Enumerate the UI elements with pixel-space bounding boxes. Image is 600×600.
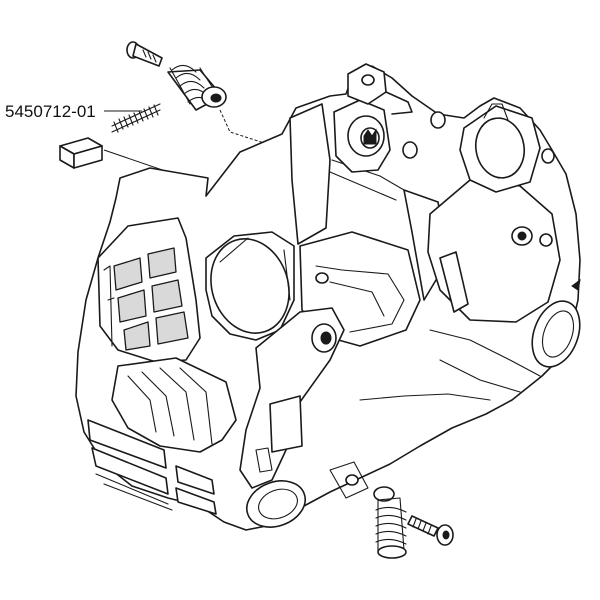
rubber-buffer[interactable]	[59, 137, 103, 169]
small-spring[interactable]	[111, 103, 161, 133]
crankcase-housing[interactable]	[75, 63, 588, 535]
top-av-spring[interactable]	[167, 64, 227, 111]
top-screw[interactable]	[126, 41, 163, 67]
part-number-label: 5450712-01	[5, 102, 96, 121]
bottom-av-spring[interactable]	[373, 486, 407, 559]
bottom-screw[interactable]	[407, 515, 454, 546]
husqvarna-crown-logo-icon	[360, 127, 380, 149]
